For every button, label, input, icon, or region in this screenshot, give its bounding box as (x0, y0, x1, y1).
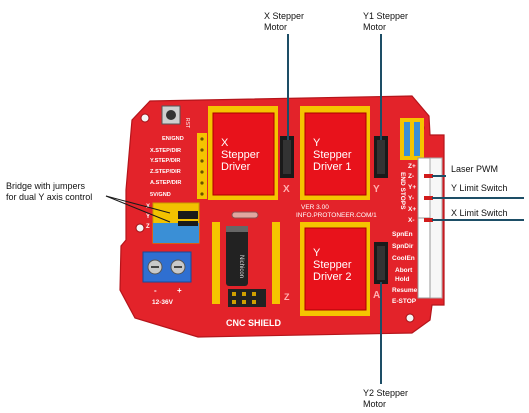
bridge-callout-line1: Bridge with jumpers (6, 181, 86, 191)
y-limit-switch-callout: Y Limit Switch (451, 183, 508, 193)
endstop-pin-z-plus: Z+ (408, 163, 416, 170)
left-pin-label-y-step: Y.STEP/DIR (150, 158, 180, 164)
endstop-pin-y-plus: Y+ (408, 184, 416, 191)
mounting-hole (405, 313, 415, 323)
y2-stepper-callout-line2: Motor (363, 399, 387, 409)
left-pin-label-5v-gnd: 5V/GND (150, 192, 171, 198)
mounting-hole (140, 113, 150, 123)
right-pin-spnen: SpnEn (392, 231, 413, 238)
y1-driver-socket (300, 106, 370, 200)
y2-stepper-motor-callout: Y2 Stepper Motor (363, 388, 408, 410)
y2-stepper-callout-line1: Y2 Stepper (363, 388, 409, 398)
reset-label: RST (184, 118, 190, 128)
endstop-pin-x-plus: X+ (408, 206, 416, 213)
y1-stepper-callout-line1: Y1 Stepper (363, 11, 409, 21)
power-plus-label: + (177, 286, 182, 295)
laser-pwm-marker (424, 174, 433, 178)
y2-stepper-driver[interactable] (304, 227, 367, 311)
right-pin-spndir: SpnDir (392, 243, 414, 250)
slot-letter-x: X (283, 184, 290, 195)
slot-letter-a: A (373, 290, 380, 301)
right-pin-hold: Hold (395, 276, 409, 283)
power-terminal[interactable] (142, 251, 192, 283)
endstop-pin-x-minus: X- (408, 217, 415, 224)
y-limit-marker (424, 196, 433, 200)
endstops-label: END STOPS (399, 172, 406, 210)
laser-pwm-callout: Laser PWM (451, 164, 499, 174)
jumper-label-z: Z (146, 224, 150, 230)
bridge-callout-line (105, 195, 171, 214)
y1-motor-connector[interactable] (374, 136, 388, 178)
board-title: CNC SHIELD (226, 318, 282, 328)
reset-button-cap (166, 110, 176, 120)
x-stepper-motor-callout: X Stepper Motor (264, 11, 304, 33)
power-minus-label: - (154, 286, 157, 295)
endstop-pin-z-minus: Z- (408, 173, 414, 180)
y2-driver-socket (300, 222, 370, 316)
x-driver-label-line3: Driver (221, 161, 251, 173)
mounting-hole (135, 223, 145, 233)
x-stepper-callout-line1: X Stepper (264, 11, 305, 21)
bridge-callout-line (105, 195, 171, 223)
version-label: VER 3.00 (301, 204, 329, 211)
jumper-black[interactable] (178, 221, 198, 226)
jumper-label-y: Y (146, 214, 150, 220)
resistor (231, 211, 259, 219)
bridge-jumpers-callout: Bridge with jumpers for dual Y axis cont… (6, 181, 92, 203)
slot-letter-y: Y (373, 184, 380, 195)
y1-driver-label-line1: Y (313, 137, 321, 149)
y1-driver-label-line2: Stepper (313, 149, 352, 161)
left-pin-label-a-step: A.STEP/DIR (150, 180, 181, 186)
y1-driver-label-line3: Driver 1 (313, 161, 352, 173)
left-pin-label-z-step: Z.STEP/DIR (150, 169, 181, 175)
x-limit-marker (424, 218, 433, 222)
right-pin-abort: Abort (395, 267, 413, 274)
right-pin-resume: Resume (392, 287, 418, 294)
x-driver-label-line1: X (221, 137, 229, 149)
capacitor: Nichicon (226, 226, 248, 286)
x-driver-socket (208, 106, 278, 200)
website-label: INFO.PROTONEER.COM/1 (296, 212, 377, 219)
right-pin-coolen: CoolEn (392, 255, 415, 262)
y1-stepper-driver[interactable] (304, 112, 367, 196)
x-stepper-driver[interactable] (212, 112, 275, 196)
left-pin-label-x-step: X.STEP/DIR (150, 148, 181, 154)
capacitor-text: Nichicon (238, 255, 244, 278)
y1-stepper-motor-callout: Y1 Stepper Motor (363, 11, 408, 33)
bridge-callout-line2: for dual Y axis control (6, 192, 93, 202)
right-pin-estop: E-STOP (392, 298, 417, 305)
y2-motor-connector[interactable] (374, 242, 388, 284)
y2-driver-label-line3: Driver 2 (313, 271, 352, 283)
jumper-black[interactable] (178, 211, 198, 219)
lower-left-driver-socket (212, 222, 280, 304)
left-pin-label-en-gnd: EN/GND (162, 136, 184, 142)
x-motor-connector[interactable] (280, 136, 294, 178)
aux-pin-header (228, 289, 266, 307)
endstop-header (417, 157, 443, 299)
endstop-pin-y-minus: Y- (408, 195, 414, 202)
x-stepper-callout-line2: Motor (264, 22, 288, 32)
top-right-pin-header (400, 118, 424, 160)
x-driver-label-line2: Stepper (221, 149, 260, 161)
y2-driver-label-line2: Stepper (313, 259, 352, 271)
y1-stepper-callout-line2: Motor (363, 22, 387, 32)
slot-letter-z: Z (284, 292, 290, 302)
power-voltage-label: 12-36V (152, 299, 174, 306)
jumper-header-block (152, 202, 200, 244)
y2-driver-label-line1: Y (313, 247, 321, 259)
x-limit-switch-callout: X Limit Switch (451, 208, 508, 218)
